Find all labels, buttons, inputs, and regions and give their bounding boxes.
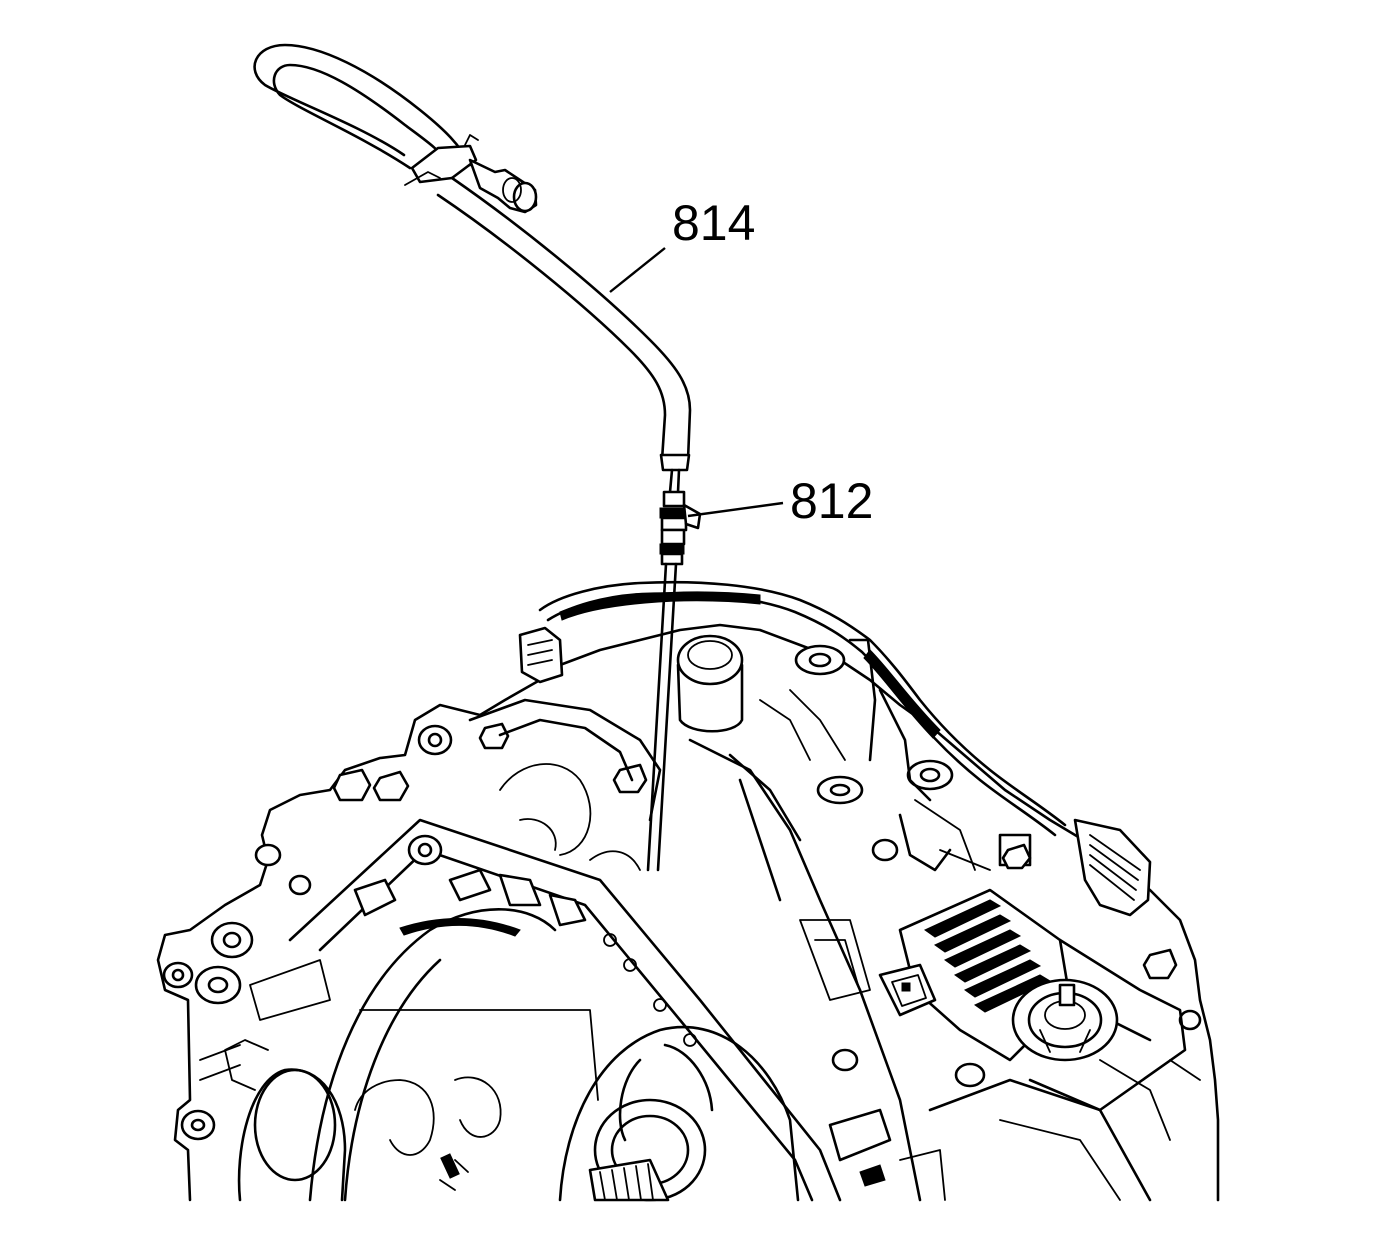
leader-812 — [687, 501, 784, 518]
range-switch — [1011, 978, 1119, 1062]
callout-812: 812 — [790, 473, 873, 529]
leader-814 — [609, 247, 666, 293]
dipstick-tube — [253, 43, 692, 472]
mounting-bosses — [162, 644, 1202, 1141]
callout-814: 814 — [672, 195, 755, 251]
transmission-case — [156, 580, 1220, 1202]
